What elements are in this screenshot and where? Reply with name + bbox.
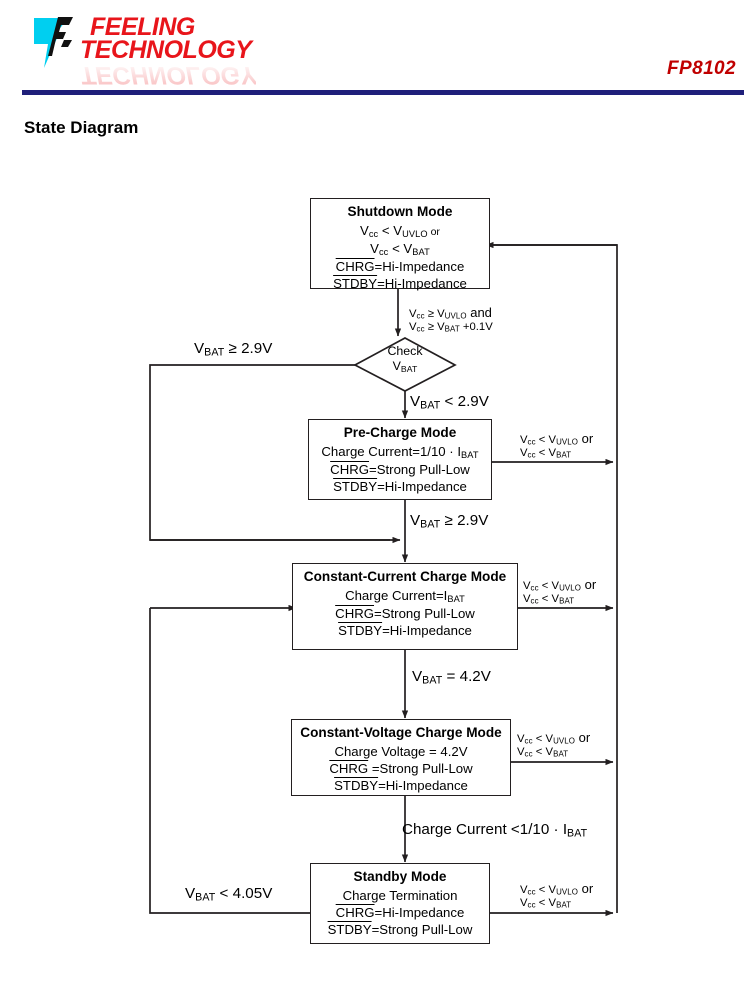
cc-chrg-line: CHRG=Strong Pull-Low	[335, 605, 475, 621]
exit-cv-line-1: Vcc < VUVLO or	[517, 730, 591, 746]
exit-cv-line-2: Vcc < VBAT	[517, 746, 569, 760]
state-node-shutdown[interactable]: Shutdown Mode Vcc < VUVLO or Vcc < VBAT …	[310, 198, 490, 291]
standby-title: Standby Mode	[353, 869, 447, 884]
check-label-line-1: Check	[387, 344, 423, 358]
cc-title: Constant-Current Charge Mode	[303, 569, 507, 584]
company-logo: FEELING TECHNOLOGY TECHNOLOGY	[28, 12, 288, 89]
standby-stdby-line: STDBY=Strong Pull-Low	[327, 921, 473, 937]
page-header: FEELING TECHNOLOGY TECHNOLOGY FP8102	[0, 0, 750, 100]
precharge-title: Pre-Charge Mode	[343, 425, 457, 440]
exit-cc-line-1: Vcc < VUVLO or	[523, 577, 597, 593]
logo-reflection: TECHNOLOGY	[80, 61, 257, 89]
standby-termination: Charge Termination	[342, 887, 458, 903]
edge-label-vbat-ge-29-mid: VBAT ≥ 2.9V	[410, 512, 489, 531]
precharge-stdby-line: STDBY=Hi-Impedance	[333, 478, 467, 494]
shutdown-title: Shutdown Mode	[347, 204, 453, 219]
state-node-standby[interactable]: Standby Mode Charge Termination CHRG=Hi-…	[310, 863, 490, 944]
enter-cond-line-2: Vcc ≥ VBAT +0.1V	[409, 321, 493, 335]
shutdown-cond-1: Vcc < VUVLO or	[360, 222, 440, 239]
state-diagram: Shutdown Mode Vcc < VUVLO or Vcc < VBAT …	[0, 150, 750, 1000]
logo-line-2: TECHNOLOGY	[80, 36, 252, 64]
cc-stdby-line: STDBY=Hi-Impedance	[338, 622, 472, 638]
edge-label-termination-current: Charge Current <1/10 · IBAT	[402, 821, 588, 840]
cv-chrg-line: CHRG =Strong Pull-Low	[329, 760, 473, 776]
edge-label-exit-cv: Vcc < VUVLO or Vcc < VBAT	[517, 730, 590, 760]
state-node-precharge[interactable]: Pre-Charge Mode Charge Current=1/10 · IB…	[308, 419, 492, 500]
state-node-constant-current[interactable]: Constant-Current Charge Mode Charge Curr…	[292, 563, 518, 650]
decision-check-vbat[interactable]: Check VBAT	[370, 344, 440, 374]
cv-title: Constant-Voltage Charge Mode	[300, 725, 502, 740]
check-label-line-2: VBAT	[392, 358, 418, 374]
precharge-chrg-line: CHRG=Strong Pull-Low	[330, 461, 470, 477]
cv-stdby-line: STDBY=Hi-Impedance	[334, 777, 468, 793]
page-title: State Diagram	[24, 118, 139, 137]
edge-label-vbat-lt-405: VBAT < 4.05V	[185, 885, 273, 904]
logo-line-1: FEELING	[90, 13, 195, 41]
shutdown-chrg-line: CHRG=Hi-Impedance	[335, 258, 465, 274]
exit-precharge-line-2: Vcc < VBAT	[520, 447, 572, 461]
edge-label-vbat-ge-29-top: VBAT ≥ 2.9V	[194, 340, 273, 359]
exit-standby-line-2: Vcc < VBAT	[520, 897, 572, 911]
edge-label-vbat-eq-42: VBAT = 4.2V	[412, 668, 491, 687]
cc-current: Charge Current=IBAT	[345, 587, 465, 604]
logo-wordmark: FEELING TECHNOLOGY TECHNOLOGY	[80, 12, 295, 90]
edge-label-enter-condition: Vcc ≥ VUVLO and Vcc ≥ VBAT +0.1V	[409, 305, 493, 335]
shutdown-cond-2: Vcc < VBAT	[370, 240, 430, 257]
cv-voltage: Charge Voltage = 4.2V	[334, 743, 468, 759]
header-divider	[22, 90, 744, 95]
part-number: FP8102	[667, 58, 736, 79]
enter-cond-line-1: Vcc ≥ VUVLO and	[409, 305, 492, 321]
diagram-connectors	[149, 241, 618, 917]
standby-chrg-line: CHRG=Hi-Impedance	[335, 904, 465, 920]
precharge-current: Charge Current=1/10 · IBAT	[321, 443, 479, 460]
exit-cc-line-2: Vcc < VBAT	[523, 593, 575, 607]
state-node-constant-voltage[interactable]: Constant-Voltage Charge Mode Charge Volt…	[291, 719, 511, 796]
exit-precharge-line-1: Vcc < VUVLO or	[520, 431, 594, 447]
shutdown-stdby-line: STDBY=Hi-Impedance	[333, 275, 467, 291]
edge-label-exit-cc: Vcc < VUVLO or Vcc < VBAT	[523, 577, 596, 607]
edge-label-exit-precharge: Vcc < VUVLO or Vcc < VBAT	[520, 431, 593, 461]
exit-standby-line-1: Vcc < VUVLO or	[520, 881, 594, 897]
logo-mark-icon	[34, 17, 73, 68]
edge-label-exit-standby: Vcc < VUVLO or Vcc < VBAT	[520, 881, 593, 911]
edge-label-vbat-lt-29: VBAT < 2.9V	[410, 393, 489, 412]
